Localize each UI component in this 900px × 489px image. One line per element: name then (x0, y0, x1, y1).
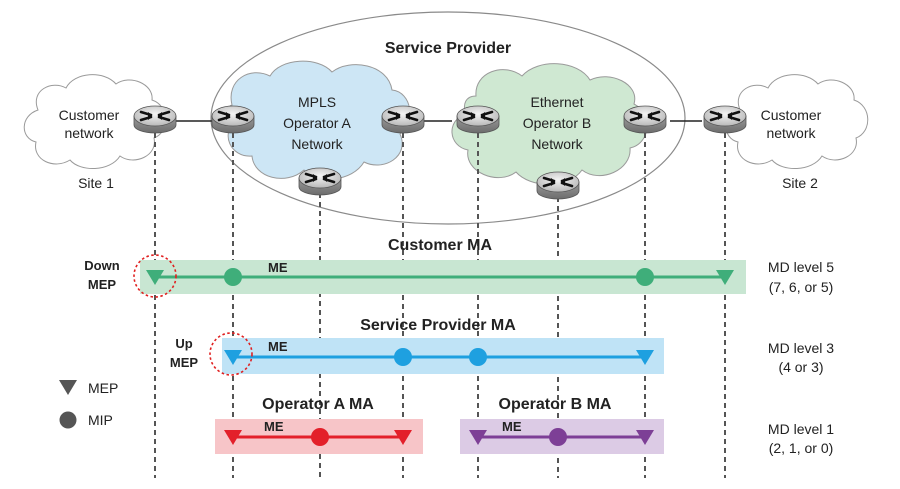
customer-ma-title: Customer MA (388, 237, 492, 254)
provider-mip-b (469, 348, 487, 366)
router-provider-edge-b-right (622, 104, 668, 135)
customer-network-right-line1: Customer (761, 107, 822, 123)
provider-ma-title: Service Provider MA (360, 317, 516, 334)
up-mep-label-line2: MEP (170, 355, 199, 370)
customer-md-values: (7, 6, or 5) (769, 279, 834, 295)
up-mep-callout-circle (209, 332, 253, 376)
legend-mep-label: MEP (88, 380, 118, 396)
operator-a-mep-right (394, 430, 412, 445)
customer-mep-site-1 (146, 270, 164, 285)
operator-b-ma-title: Operator B MA (499, 396, 612, 413)
customer-mip-b (636, 268, 654, 286)
provider-mep-left (224, 350, 242, 365)
provider-md-values: (4 or 3) (778, 359, 823, 375)
customer-mep-site-2 (716, 270, 734, 285)
operator-a-ma-title: Operator A MA (262, 396, 374, 413)
customer-network-right-line2: network (766, 125, 816, 141)
customer-network-left-line2: network (64, 125, 114, 141)
ethernet-operator-b-cloud (451, 63, 648, 185)
operator-b-mep-right (636, 430, 654, 445)
router-provider-edge-b-left (455, 104, 501, 135)
operator-a-mip (311, 428, 329, 446)
operator-b-mip (549, 428, 567, 446)
legend-mip-icon (59, 411, 77, 429)
operator-b-me-label: ME (502, 419, 522, 434)
down-mep-label-line1: Down (84, 258, 119, 273)
ethernet-label-line2: Operator B (523, 115, 591, 131)
router-operator-a-core (297, 166, 343, 197)
router-customer-site-1 (132, 104, 178, 135)
up-mep-label-line1: Up (175, 336, 192, 351)
router-operator-b-core (535, 170, 581, 201)
site-1-label: Site 1 (78, 175, 114, 191)
provider-mip-a (394, 348, 412, 366)
router-provider-edge-a-left (210, 104, 256, 135)
ethernet-label-line3: Network (531, 136, 583, 152)
operators-md-level: MD level 1 (768, 421, 834, 437)
site-2-label: Site 2 (782, 175, 818, 191)
operators-md-values: (2, 1, or 0) (769, 440, 834, 456)
legend-mep-icon (59, 380, 77, 395)
mpls-label-line1: MPLS (298, 94, 336, 110)
provider-me-label: ME (268, 339, 288, 354)
customer-network-left-line1: Customer (59, 107, 120, 123)
mpls-label-line3: Network (291, 136, 343, 152)
service-provider-label: Service Provider (385, 40, 511, 57)
customer-network-cloud-right (725, 74, 869, 170)
ethernet-label-line1: Ethernet (531, 94, 584, 110)
customer-me-label: ME (268, 260, 288, 275)
down-mep-label-line2: MEP (88, 277, 117, 292)
provider-md-level: MD level 3 (768, 340, 834, 356)
provider-mep-right (636, 350, 654, 365)
legend-mip-label: MIP (88, 412, 113, 428)
router-provider-edge-a-right (380, 104, 426, 135)
down-mep-callout-circle (133, 254, 177, 298)
mpls-label-line2: Operator A (283, 115, 351, 131)
customer-md-level: MD level 5 (768, 259, 834, 275)
operator-a-mep-left (224, 430, 242, 445)
operator-b-mep-left (469, 430, 487, 445)
router-customer-site-2 (702, 104, 748, 135)
customer-mip-a (224, 268, 242, 286)
operator-a-me-label: ME (264, 419, 284, 434)
mpls-operator-a-cloud (226, 60, 411, 180)
